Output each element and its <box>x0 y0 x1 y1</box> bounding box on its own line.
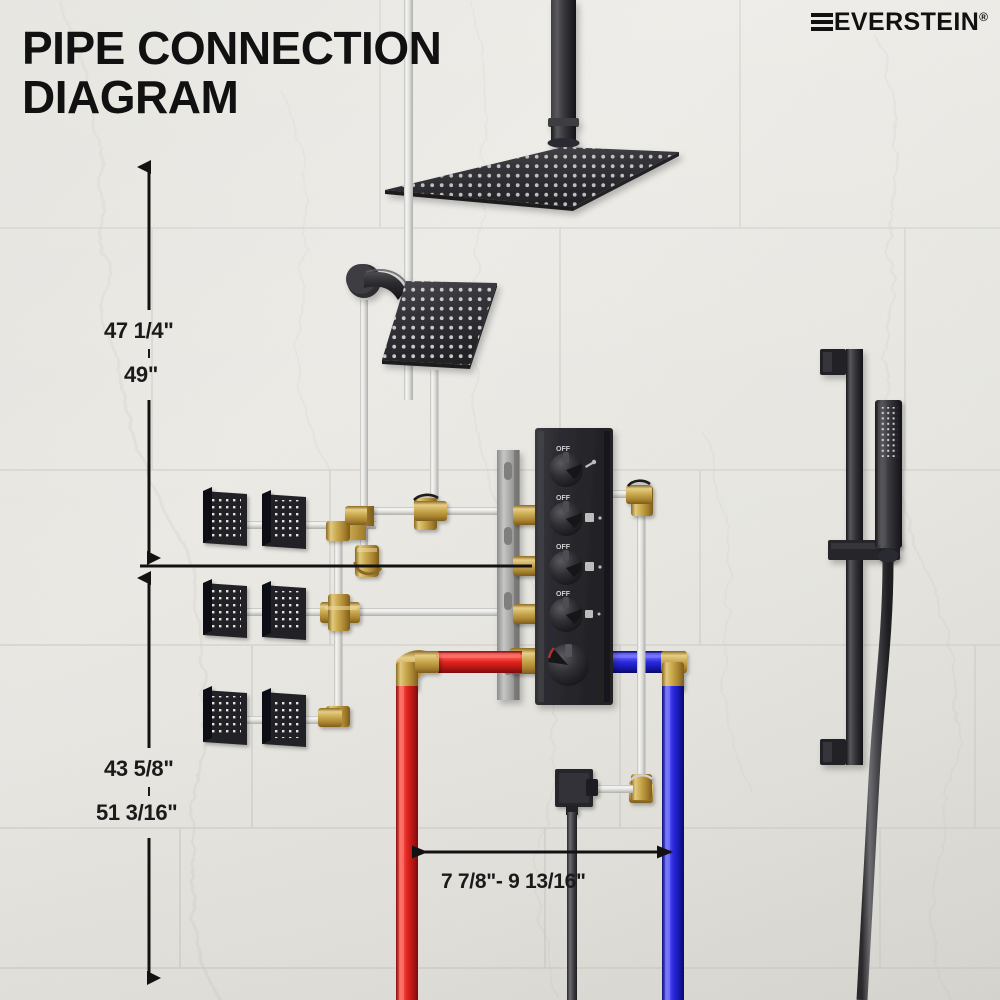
body-jets <box>203 487 306 747</box>
brand-name: EVERSTEIN <box>833 8 980 36</box>
svg-text:OFF: OFF <box>556 495 571 502</box>
dimension-label-horizontal: 7 7/8"- 9 13/16" <box>441 870 586 893</box>
ceiling-supply-riser <box>404 0 413 400</box>
dimension-label-lower-top: 43 5/8" <box>104 756 174 781</box>
valve-knob-1 <box>549 452 583 487</box>
registered-mark: ® <box>979 10 988 24</box>
cold-water-pipe <box>601 651 687 1000</box>
brass-elbow-jet-riser <box>413 493 447 530</box>
valve-knob-2 <box>549 501 583 536</box>
hand-shower-outlet <box>555 769 598 815</box>
valve-knob-3 <box>549 550 583 585</box>
dimension-label-lower-bottom: 51 3/16" <box>96 800 178 825</box>
page-title: PIPE CONNECTION DIAGRAM <box>22 22 442 123</box>
valve-off-labels: OFF OFF OFF OFF <box>556 446 571 598</box>
ceiling-rain-shower-group <box>385 0 679 211</box>
svg-text:OFF: OFF <box>556 591 571 598</box>
brass-elbow-upper-right <box>626 479 653 516</box>
brand-logo: EVERSTEIN ® <box>810 8 988 36</box>
hand-shower-riser <box>637 498 646 788</box>
brass-elbow-upper-left <box>326 506 374 541</box>
dimension-separator-lower <box>148 787 150 796</box>
temperature-control-knob <box>547 644 589 686</box>
hand-shower-hose-left <box>567 812 577 1000</box>
hot-water-pipe <box>396 650 522 1000</box>
svg-text:OFF: OFF <box>556 544 571 551</box>
svg-text:OFF: OFF <box>556 446 571 453</box>
dimension-label-upper-top: 47 1/4" <box>104 318 174 343</box>
valve-knob-icons <box>585 459 602 618</box>
wall-mount-shower-head-group <box>346 264 497 369</box>
brass-elbow-lower-left <box>318 706 350 727</box>
valve-knob-4 <box>549 597 583 632</box>
dimension-separator-upper <box>148 349 150 358</box>
hand-shower <box>875 400 902 563</box>
brass-cross-fitting <box>320 594 360 631</box>
hand-shower-hose-right <box>856 561 894 1000</box>
brass-elbow-hand-shower <box>629 774 653 803</box>
slide-bar-assembly <box>820 349 900 765</box>
everstein-e-bars-icon <box>810 10 833 34</box>
dimension-label-upper-bottom: 49" <box>124 362 159 387</box>
